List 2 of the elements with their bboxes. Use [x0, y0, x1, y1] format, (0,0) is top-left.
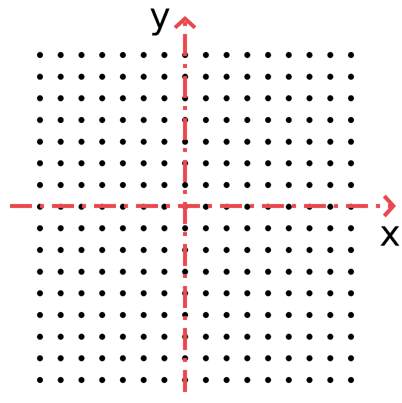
axis-label: y — [150, 8, 170, 36]
axis-label: x — [380, 226, 400, 246]
